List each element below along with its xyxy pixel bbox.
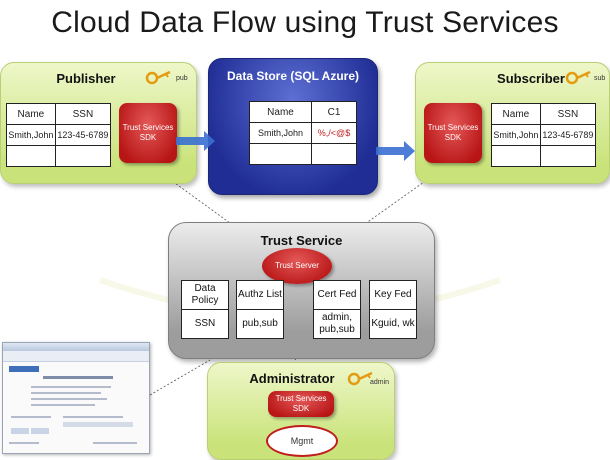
encrypted-cell: %,/<@$	[311, 122, 357, 144]
window-content	[9, 366, 137, 444]
publisher-to-store-arrow	[176, 131, 215, 151]
publisher-table: Name SSN Smith,John 123-45-6789	[6, 103, 112, 167]
table-header: Name	[6, 103, 56, 125]
window-to-trust-line	[149, 359, 211, 396]
column-value: pub,sub	[242, 318, 278, 329]
table-header: C1	[311, 101, 357, 123]
table-cell	[311, 143, 357, 165]
publisher-panel: Publisher pub Name SSN Smith,John 123-45…	[0, 62, 197, 184]
table-cell	[6, 145, 56, 167]
trust-service-title: Trust Service	[260, 233, 343, 248]
table-cell	[54, 145, 112, 167]
table-cell	[249, 143, 312, 165]
administrator-title: Administrator	[249, 371, 335, 386]
publisher-sdk-box: Trust Services SDK	[119, 103, 177, 163]
cert-fed-column: Cert Fed admin, pub,sub	[313, 280, 361, 339]
subscriber-title: Subscriber	[497, 71, 565, 86]
administrator-panel: Administrator admin Trust Services SDK M…	[207, 362, 395, 460]
table-cell: Smith,John	[6, 124, 56, 146]
publisher-title: Publisher	[56, 71, 116, 86]
table-cell: 123-45-6789	[539, 124, 597, 146]
trust-server-node: Trust Server	[262, 248, 332, 284]
key-icon	[346, 369, 386, 389]
column-header: Cert Fed	[314, 281, 360, 310]
column-value: SSN	[194, 318, 216, 329]
table-header: Name	[249, 101, 312, 123]
window-toolbar	[3, 351, 149, 362]
key-icon	[564, 68, 604, 88]
table-header: SSN	[539, 103, 597, 125]
table-header: SSN	[54, 103, 112, 125]
store-to-subscriber-arrow	[376, 141, 415, 161]
subscriber-sdk-box: Trust Services SDK	[424, 103, 482, 163]
publisher-key-label: pub	[176, 75, 188, 82]
key-fed-column: Key Fed Kguid, wk	[369, 280, 417, 339]
data-store-panel: Data Store (SQL Azure) Name C1 Smith,Joh…	[208, 58, 378, 195]
table-header: Name	[491, 103, 541, 125]
authz-list-column: Authz List pub,sub	[236, 280, 284, 339]
table-cell	[539, 145, 597, 167]
table-cell: Smith,John	[249, 122, 312, 144]
data-store-table: Name C1 Smith,John %,/<@$	[249, 101, 357, 165]
administrator-key-label: admin	[370, 379, 390, 386]
table-cell	[491, 145, 541, 167]
column-header: Key Fed	[370, 281, 416, 310]
table-cell: Smith,John	[491, 124, 541, 146]
mgmt-node: Mgmt	[266, 425, 338, 457]
column-value: admin, pub,sub	[319, 312, 355, 335]
table-cell: 123-45-6789	[54, 124, 112, 146]
column-value: Kguid, wk	[371, 318, 415, 329]
subscriber-key-label: sub	[594, 75, 606, 82]
subscriber-panel: Subscriber sub Trust Services SDK Name S…	[415, 62, 610, 184]
column-header: Authz List	[237, 281, 283, 310]
subscriber-table: Name SSN Smith,John 123-45-6789	[491, 103, 597, 167]
administrator-sdk-box: Trust Services SDK	[268, 391, 334, 417]
key-icon	[144, 68, 184, 88]
page-title: Cloud Data Flow using Trust Services	[51, 6, 559, 39]
data-store-title: Data Store (SQL Azure)	[226, 69, 360, 83]
column-header: Data Policy	[182, 281, 228, 310]
management-console-thumbnail	[2, 342, 150, 454]
window-titlebar	[3, 343, 149, 351]
data-policy-column: Data Policy SSN	[181, 280, 229, 339]
